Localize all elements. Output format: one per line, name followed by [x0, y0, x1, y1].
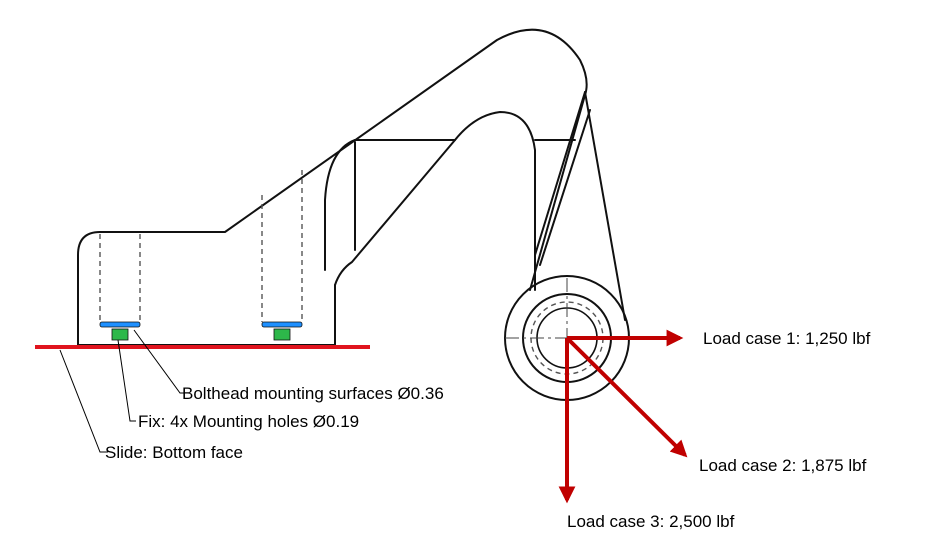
base-outline [77, 28, 588, 346]
bolthead-surfaces [99, 321, 303, 328]
web-cutout [334, 111, 536, 291]
mounting-holes [111, 328, 291, 341]
fix-leader [117, 339, 136, 422]
load-case-2-label: Load case 2: 1,875 lbf [699, 456, 867, 475]
web-left-curve [324, 139, 356, 271]
mounting-hole-left [111, 328, 129, 341]
load-case-3-label: Load case 3: 2,500 lbf [567, 512, 735, 531]
bolthead-surface-left [99, 321, 141, 328]
bolthead-label: Bolthead mounting surfaces Ø0.36 [182, 384, 444, 403]
fix-label: Fix: 4x Mounting holes Ø0.19 [138, 412, 359, 431]
hidden-lines [99, 170, 604, 375]
slide-leader [59, 349, 108, 453]
bolthead-surface-right [261, 321, 303, 328]
leader-lines [59, 329, 186, 453]
arm-right-edge [584, 91, 626, 321]
bolthead-leader [133, 329, 186, 394]
load-case-1-label: Load case 1: 1,250 lbf [703, 329, 871, 348]
mounting-hole-right [273, 328, 291, 341]
load-arrow-2 [565, 336, 688, 458]
slide-label: Slide: Bottom face [105, 443, 243, 462]
bracket-part [77, 28, 630, 401]
arm-left-edge [534, 91, 586, 256]
load-arrows [558, 329, 688, 504]
arm-inner-edge [539, 109, 591, 266]
